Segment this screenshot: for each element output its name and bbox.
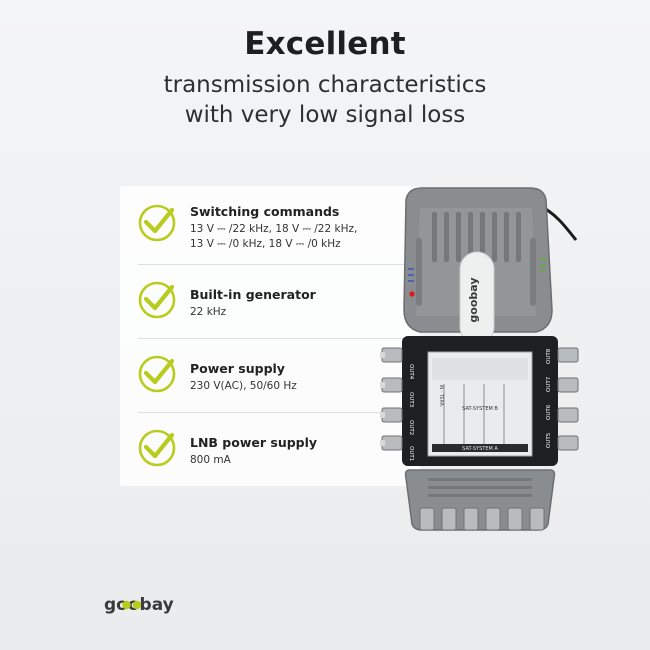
check-circle-icon bbox=[138, 281, 176, 319]
divider bbox=[138, 264, 408, 265]
check-circle-icon bbox=[138, 429, 176, 467]
label-strip-a: SAT-SYSTEM A bbox=[462, 446, 498, 452]
feature-title: Switching commands bbox=[190, 204, 340, 219]
check-circle-icon bbox=[138, 355, 176, 393]
feature-detail: 800 mA bbox=[190, 454, 231, 466]
features-panel: Switching commands 13 V ⎓ /22 kHz, 18 V … bbox=[120, 186, 420, 486]
out-label: OUT4 bbox=[408, 364, 414, 380]
out-label: OUT7 bbox=[546, 376, 552, 392]
feature-detail-line: 13 V ⎓ /22 kHz, 18 V ⎓ /22 kHz, bbox=[190, 223, 358, 235]
left-output-connectors bbox=[380, 347, 403, 451]
out-label: OUT5 bbox=[546, 432, 552, 448]
power-led-icon bbox=[409, 291, 415, 297]
right-output-connectors bbox=[557, 347, 579, 451]
out-label: OUT3 bbox=[408, 392, 414, 408]
out-label: OUT1 bbox=[408, 446, 414, 461]
headline: Excellent transmission characteristics w… bbox=[0, 26, 650, 130]
feature-title: Built-in generator bbox=[190, 287, 316, 302]
logo-dot-icon bbox=[122, 600, 131, 610]
feature-title: Power supply bbox=[190, 361, 285, 376]
divider bbox=[138, 412, 408, 413]
multiswitch-device: goobay SAT-SYSTEM A SAT-SYSTEM B IN - TE… bbox=[380, 187, 579, 531]
headline-subtitle: transmission characteristics with very l… bbox=[0, 70, 650, 130]
feature-detail: 22 kHz bbox=[190, 306, 227, 318]
out-label: OUT2 bbox=[408, 420, 414, 435]
check-circle-icon bbox=[138, 204, 176, 242]
device-brand-text: goobay bbox=[467, 277, 480, 322]
out-label: OUT8 bbox=[546, 348, 552, 364]
input-connectors bbox=[419, 507, 545, 531]
feature-power-supply: Power supply 230 V(AC), 50/60 Hz bbox=[120, 339, 420, 413]
feature-title: LNB power supply bbox=[190, 435, 318, 450]
feature-detail-line: 13 V ⎓ /0 kHz, 18 V ⎓ /0 kHz bbox=[190, 238, 341, 250]
out-label: OUT6 bbox=[546, 404, 552, 420]
goobay-logo: goobay bbox=[104, 595, 174, 615]
feature-switching-commands: Switching commands 13 V ⎓ /22 kHz, 18 V … bbox=[120, 186, 420, 260]
feature-detail: 13 V ⎓ /22 kHz, 18 V ⎓ /22 kHz, 13 V ⎓ /… bbox=[190, 222, 414, 252]
headline-subtitle-line2: with very low signal loss bbox=[184, 102, 466, 128]
feature-built-in-generator: Built-in generator 22 kHz bbox=[120, 265, 420, 339]
label-strip-b: SAT-SYSTEM B bbox=[462, 406, 498, 412]
logo-dot-icon bbox=[132, 600, 142, 610]
divider bbox=[138, 338, 408, 339]
feature-lnb-power-supply: LNB power supply 800 mA bbox=[120, 413, 420, 487]
headline-title: Excellent bbox=[244, 26, 406, 62]
terr-label: IN - TERR. bbox=[438, 385, 444, 407]
feature-detail: 230 V(AC), 50/60 Hz bbox=[190, 380, 297, 392]
headline-subtitle-line1: transmission characteristics bbox=[163, 72, 487, 98]
